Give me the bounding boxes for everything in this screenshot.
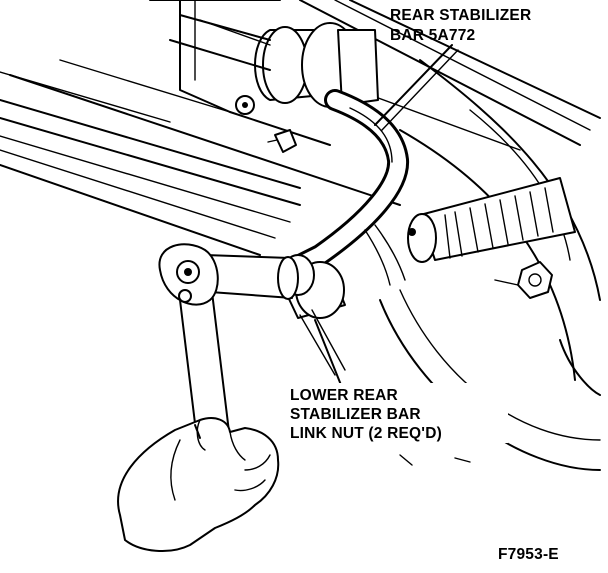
callout-link-nut-line1: LOWER REAR: [290, 387, 398, 404]
callout-stabilizer-bar-line1: REAR STABILIZER: [390, 7, 531, 24]
callout-stabilizer-bar: REAR STABILIZER BAR 5A772: [390, 7, 531, 44]
upper-bushing: [169, 14, 379, 153]
leader-lines: [314, 44, 471, 466]
stabilizer-bar: [289, 89, 410, 276]
figure-id: F7953-E: [498, 546, 559, 563]
callout-link-nut-line3: LINK NUT (2 REQ'D): [290, 425, 442, 442]
hand-icon: [117, 417, 280, 552]
wrench-icon: [158, 243, 299, 449]
callout-link-nut: LOWER REAR STABILIZER BAR LINK NUT (2 RE…: [286, 383, 508, 443]
callout-stabilizer-bar-line2: BAR 5A772: [390, 27, 475, 44]
rear-axle: [407, 177, 576, 299]
frame-rails: [0, 0, 601, 256]
callout-link-nut-line2: STABILIZER BAR: [290, 406, 421, 423]
